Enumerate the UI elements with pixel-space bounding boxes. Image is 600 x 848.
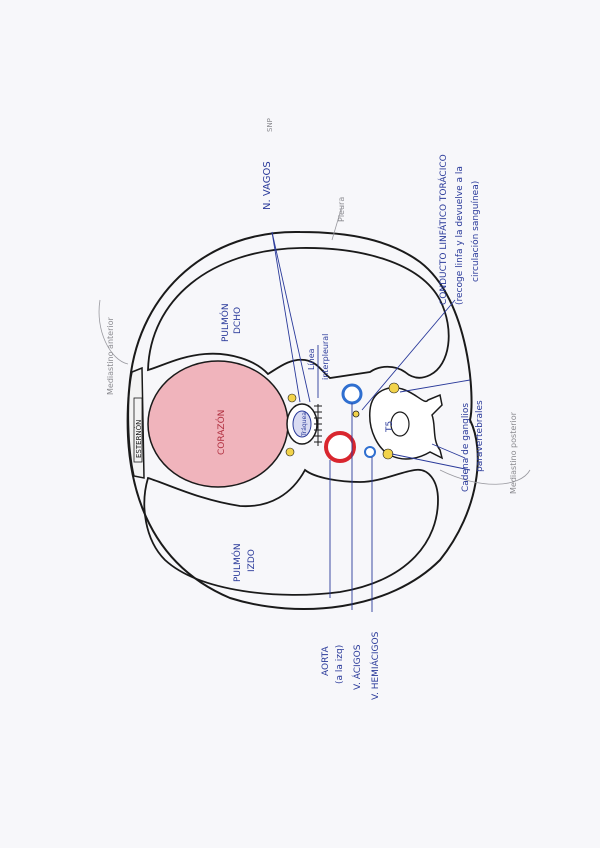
label-ganglia-2: paravertebrales (475, 400, 485, 472)
label-thoracic-duct-1: CONDUCTO LINFÁTICO TORÁCICO (437, 154, 449, 305)
ganglion-left (383, 449, 393, 459)
azygos-vein (343, 385, 361, 403)
label-aorta-2: (a la izq) (335, 645, 345, 684)
label-right-lung-2: DCHO (233, 307, 243, 334)
thoracic-duct (353, 411, 359, 417)
label-interpleural-1: Línea (307, 348, 316, 370)
label-ganglia-1: Cadena de ganglios (461, 403, 471, 492)
label-pleura: Pleura (337, 197, 346, 222)
label-posterior-mediastinum: Mediastino posterior (509, 411, 518, 494)
left-lung-outline (144, 470, 438, 595)
ganglion-anterior-2 (288, 394, 296, 402)
label-vagus: N. VAGOS (262, 161, 273, 210)
label-vertebra: T5 (385, 421, 395, 433)
hemiazygos-vein (365, 447, 375, 457)
label-interpleural-2: interpleural (321, 334, 330, 380)
label-aorta-1: AORTA (321, 646, 331, 676)
label-thoracic-duct-3: circulación sanguínea) (470, 181, 481, 282)
label-azygos: V. ÁCIGOS (351, 644, 363, 690)
label-heart: CORAZÓN (215, 410, 227, 455)
label-anterior-mediastinum: Mediastino anterior (106, 317, 115, 396)
ganglion-right (389, 383, 399, 393)
label-right-lung-1: PULMÓN (219, 303, 231, 342)
ganglion-anterior-1 (286, 448, 294, 456)
label-vagus-note: SNP (266, 118, 274, 132)
label-sternum: ESTERNÓN (134, 420, 143, 458)
label-left-lung-1: PULMÓN (231, 543, 243, 582)
right-lung-outline (148, 248, 449, 378)
label-hemiazygos: V. HEMIÁCIGOS (369, 631, 381, 700)
label-trachea: Tráquea (301, 412, 308, 437)
aorta (326, 433, 354, 461)
label-thoracic-duct-2: (recoge linfa y la devuelve a la (455, 166, 465, 305)
label-left-lung-2: IZDO (247, 549, 257, 572)
